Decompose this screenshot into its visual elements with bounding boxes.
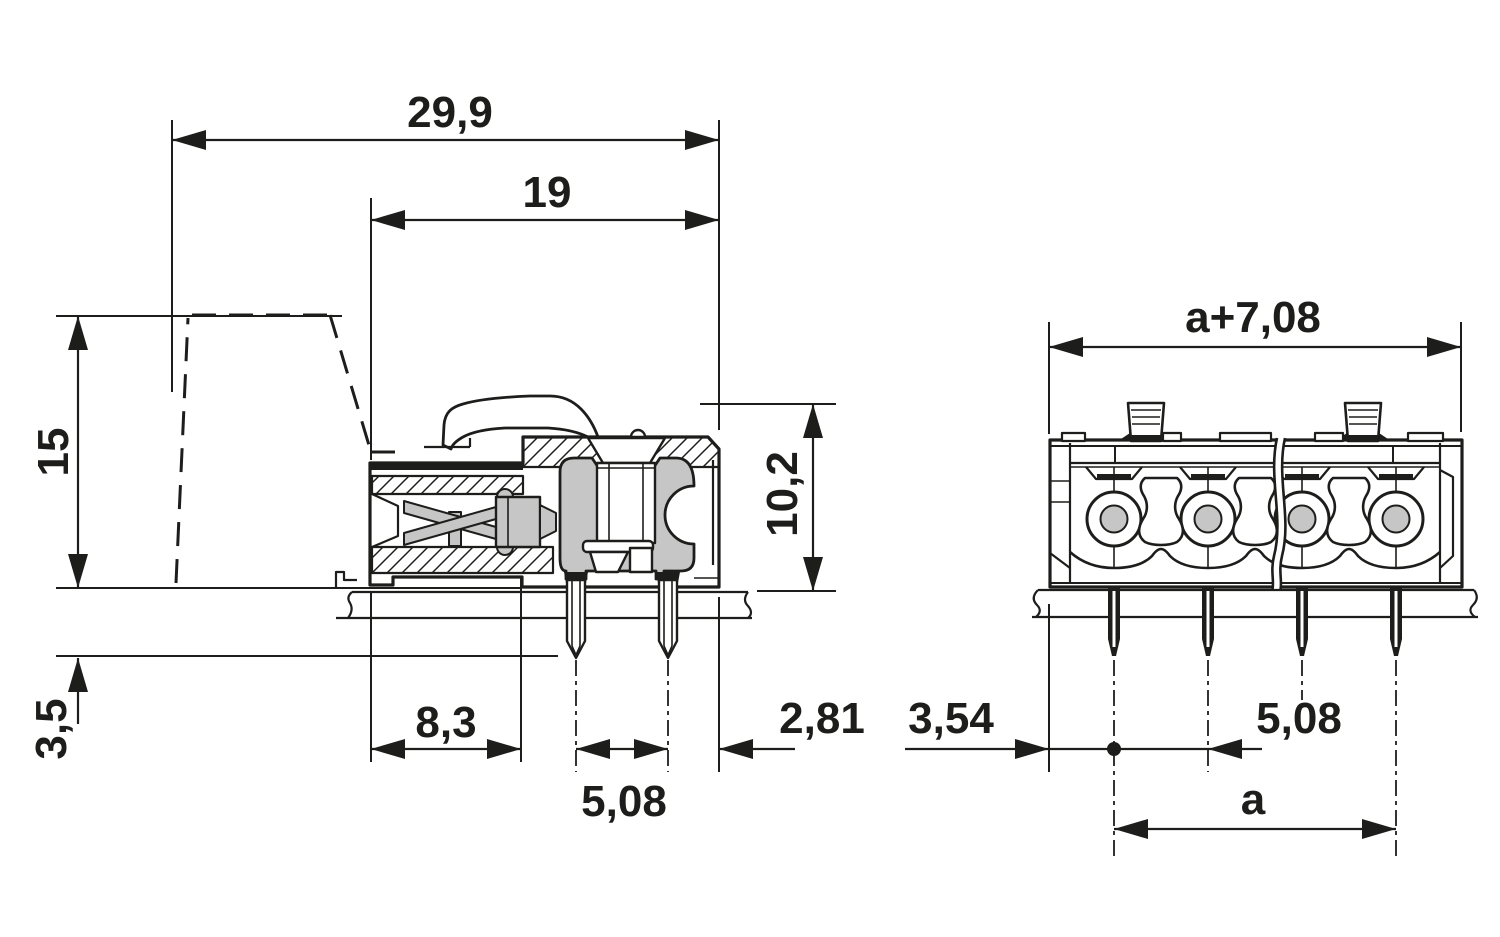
dim-label-housing-height: 10,2 [758,451,807,537]
top-dome [629,428,647,439]
solder-pin-side-2 [657,578,679,660]
dim-label-pin-pitch-side: 5,08 [581,777,667,826]
insert-notch [628,546,654,574]
front-bottom-wall-hatched [370,545,555,575]
solder-pin-front-1 [1108,588,1120,656]
keyhole-cutout-1 [1137,476,1185,547]
dim-pin-to-edge: 2,81 [718,597,865,772]
dim-label-pin-pitch-front: 5,08 [1256,694,1342,743]
latch-step-line [424,438,472,449]
front-view [1032,401,1478,856]
contact-channel [595,461,657,545]
dim-overall-width-front: a+7,08 [1048,293,1462,434]
dim-label-overall-width-front: a+7,08 [1185,293,1321,342]
dim-label-plug-height: 15 [29,428,78,477]
dim-front-depth: 8,3 [370,578,522,762]
dim-pin-below-board: 3,5 [27,658,88,760]
dim-header-depth: 19 [370,168,719,460]
dim-label-front-depth: 8,3 [415,698,476,747]
dim-label-overall-width: 29,9 [407,88,493,137]
scallop-line [1069,547,1441,570]
solder-pin-front-2 [1202,588,1214,656]
break-line [1270,437,1287,593]
solder-pin-front-4 [1390,588,1402,656]
front-top-wall-hatched [370,474,525,496]
dim-label-pin-span: a [1241,775,1266,824]
contact-block [494,488,557,556]
dim-pin-span: a [1114,775,1396,839]
right-side-panel [1439,469,1455,569]
keyhole-cutout-2 [1231,476,1279,547]
latch-lever [441,394,602,451]
dim-housing-height: 10,2 [700,403,836,592]
insert-foot [588,550,630,574]
pcb-side [334,570,753,620]
keyhole-cutout-3 [1325,476,1373,547]
front-flange-bar [370,463,523,470]
top-strips [1060,431,1445,443]
dim-label-pin-to-edge: 2,81 [779,694,865,743]
dim-overall-width: 29,9 [171,88,720,430]
dim-edge-to-first-pin: 3,54 [905,604,1121,772]
dim-pin-pitch-side: 5,08 [576,739,668,826]
dim-label-edge-to-first-pin: 3,54 [908,694,994,743]
spring-clamp [403,500,497,547]
dim-plug-height: 15 [29,315,342,588]
dim-label-header-depth: 19 [523,168,572,217]
screw-funnel [586,436,667,465]
solder-pin-side-1 [565,578,587,660]
dim-pin-pitch-front: 5,08 [1114,694,1342,759]
molded-insert [558,428,719,581]
pcb-front [1032,588,1478,619]
dim-label-pin-below-board: 3,5 [27,698,76,759]
wire-entry-funnel [371,493,400,549]
solder-pin-front-3 [1296,588,1308,656]
side-view [56,313,753,772]
left-chamfer [1049,552,1071,569]
